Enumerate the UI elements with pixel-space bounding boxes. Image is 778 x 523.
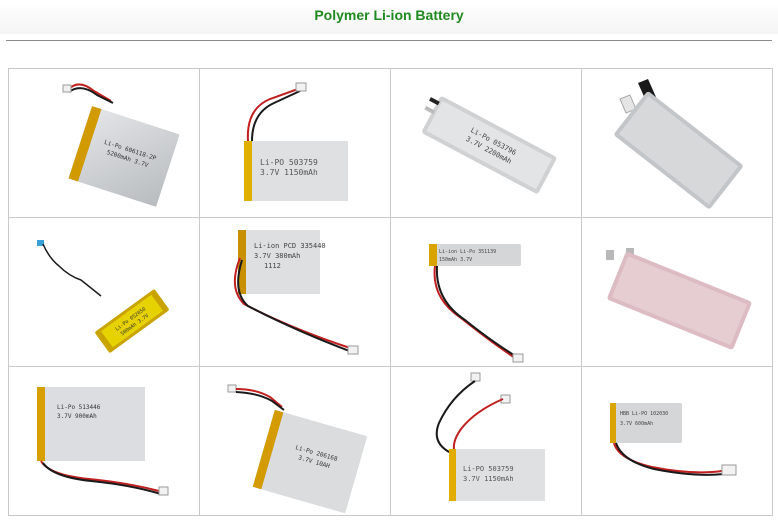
battery-gallery: Li-Po 606118-2P 5200mAh 3.7V Li-PO 50 bbox=[8, 68, 773, 516]
battery-photo-1: Li-Po 606118-2P 5200mAh 3.7V bbox=[62, 83, 180, 207]
header-divider bbox=[6, 40, 772, 41]
battery-item-4[interactable] bbox=[581, 68, 773, 218]
battery-item-7[interactable]: Li-ion Li-Po 351139 150mAh 3.7V bbox=[390, 217, 582, 367]
battery-item-3[interactable]: Li-Po 053796 3.7V 2200mAh bbox=[390, 68, 582, 218]
battery-item-12[interactable]: HBB Li-PO 102030 3.7V 600mAh bbox=[581, 366, 773, 516]
battery-item-2[interactable]: Li-PO 503759 3.7V 1150mAh bbox=[199, 68, 391, 218]
battery-photo-12: HBB Li-PO 102030 3.7V 600mAh bbox=[610, 403, 737, 476]
battery-item-5[interactable]: Li-Po 052050 500mAh 3.7V bbox=[8, 217, 200, 367]
battery-photo-11: Li-PO 503759 3.7V 1150mAh bbox=[435, 372, 545, 501]
battery-label-12b: 3.7V 600mAh bbox=[620, 421, 653, 427]
battery-label-9a: Li-Po 513446 bbox=[57, 404, 101, 411]
battery-photo-5: Li-Po 052050 500mAh 3.7V bbox=[37, 240, 169, 353]
battery-label-7b: 150mAh 3.7V bbox=[439, 257, 472, 263]
page-header: Polymer Li-ion Battery bbox=[0, 0, 778, 34]
battery-item-8[interactable] bbox=[581, 217, 773, 367]
battery-label-12a: HBB Li-PO 102030 bbox=[620, 411, 668, 417]
battery-label-9b: 3.7V 900mAh bbox=[57, 413, 97, 420]
battery-item-9[interactable]: Li-Po 513446 3.7V 900mAh bbox=[8, 366, 200, 516]
battery-photo-3: Li-Po 053796 3.7V 2200mAh bbox=[422, 96, 557, 194]
page-title: Polymer Li-ion Battery bbox=[314, 7, 464, 23]
battery-photo-2: Li-PO 503759 3.7V 1150mAh bbox=[244, 82, 348, 201]
battery-label-2b: 3.7V 1150mAh bbox=[260, 168, 318, 177]
battery-photo-9: Li-Po 513446 3.7V 900mAh bbox=[37, 387, 169, 496]
battery-item-10[interactable]: Li-Po 206168 3.7V 10AH bbox=[199, 366, 391, 516]
battery-item-11[interactable]: Li-PO 503759 3.7V 1150mAh bbox=[390, 366, 582, 516]
battery-label-2a: Li-PO 503759 bbox=[260, 158, 318, 167]
battery-photo-8 bbox=[606, 248, 752, 350]
battery-item-6[interactable]: Li-ion PCD 335440 3.7V 380mAh 1112 bbox=[199, 217, 391, 367]
battery-label-6c: 1112 bbox=[264, 262, 281, 270]
battery-photo-4 bbox=[614, 79, 743, 209]
battery-label-11b: 3.7V 1150mAh bbox=[463, 475, 514, 483]
battery-label-11a: Li-PO 503759 bbox=[463, 465, 514, 473]
battery-label-7a: Li-ion Li-Po 351139 bbox=[439, 249, 496, 255]
battery-label-6a: Li-ion PCD 335440 bbox=[254, 242, 326, 250]
battery-item-1[interactable]: Li-Po 606118-2P 5200mAh 3.7V bbox=[8, 68, 200, 218]
battery-photo-6: Li-ion PCD 335440 3.7V 380mAh 1112 bbox=[233, 230, 359, 355]
battery-label-6b: 3.7V 380mAh bbox=[254, 252, 300, 260]
battery-photo-7: Li-ion Li-Po 351139 150mAh 3.7V bbox=[429, 244, 524, 363]
battery-photo-10: Li-Po 206168 3.7V 10AH bbox=[227, 384, 368, 514]
